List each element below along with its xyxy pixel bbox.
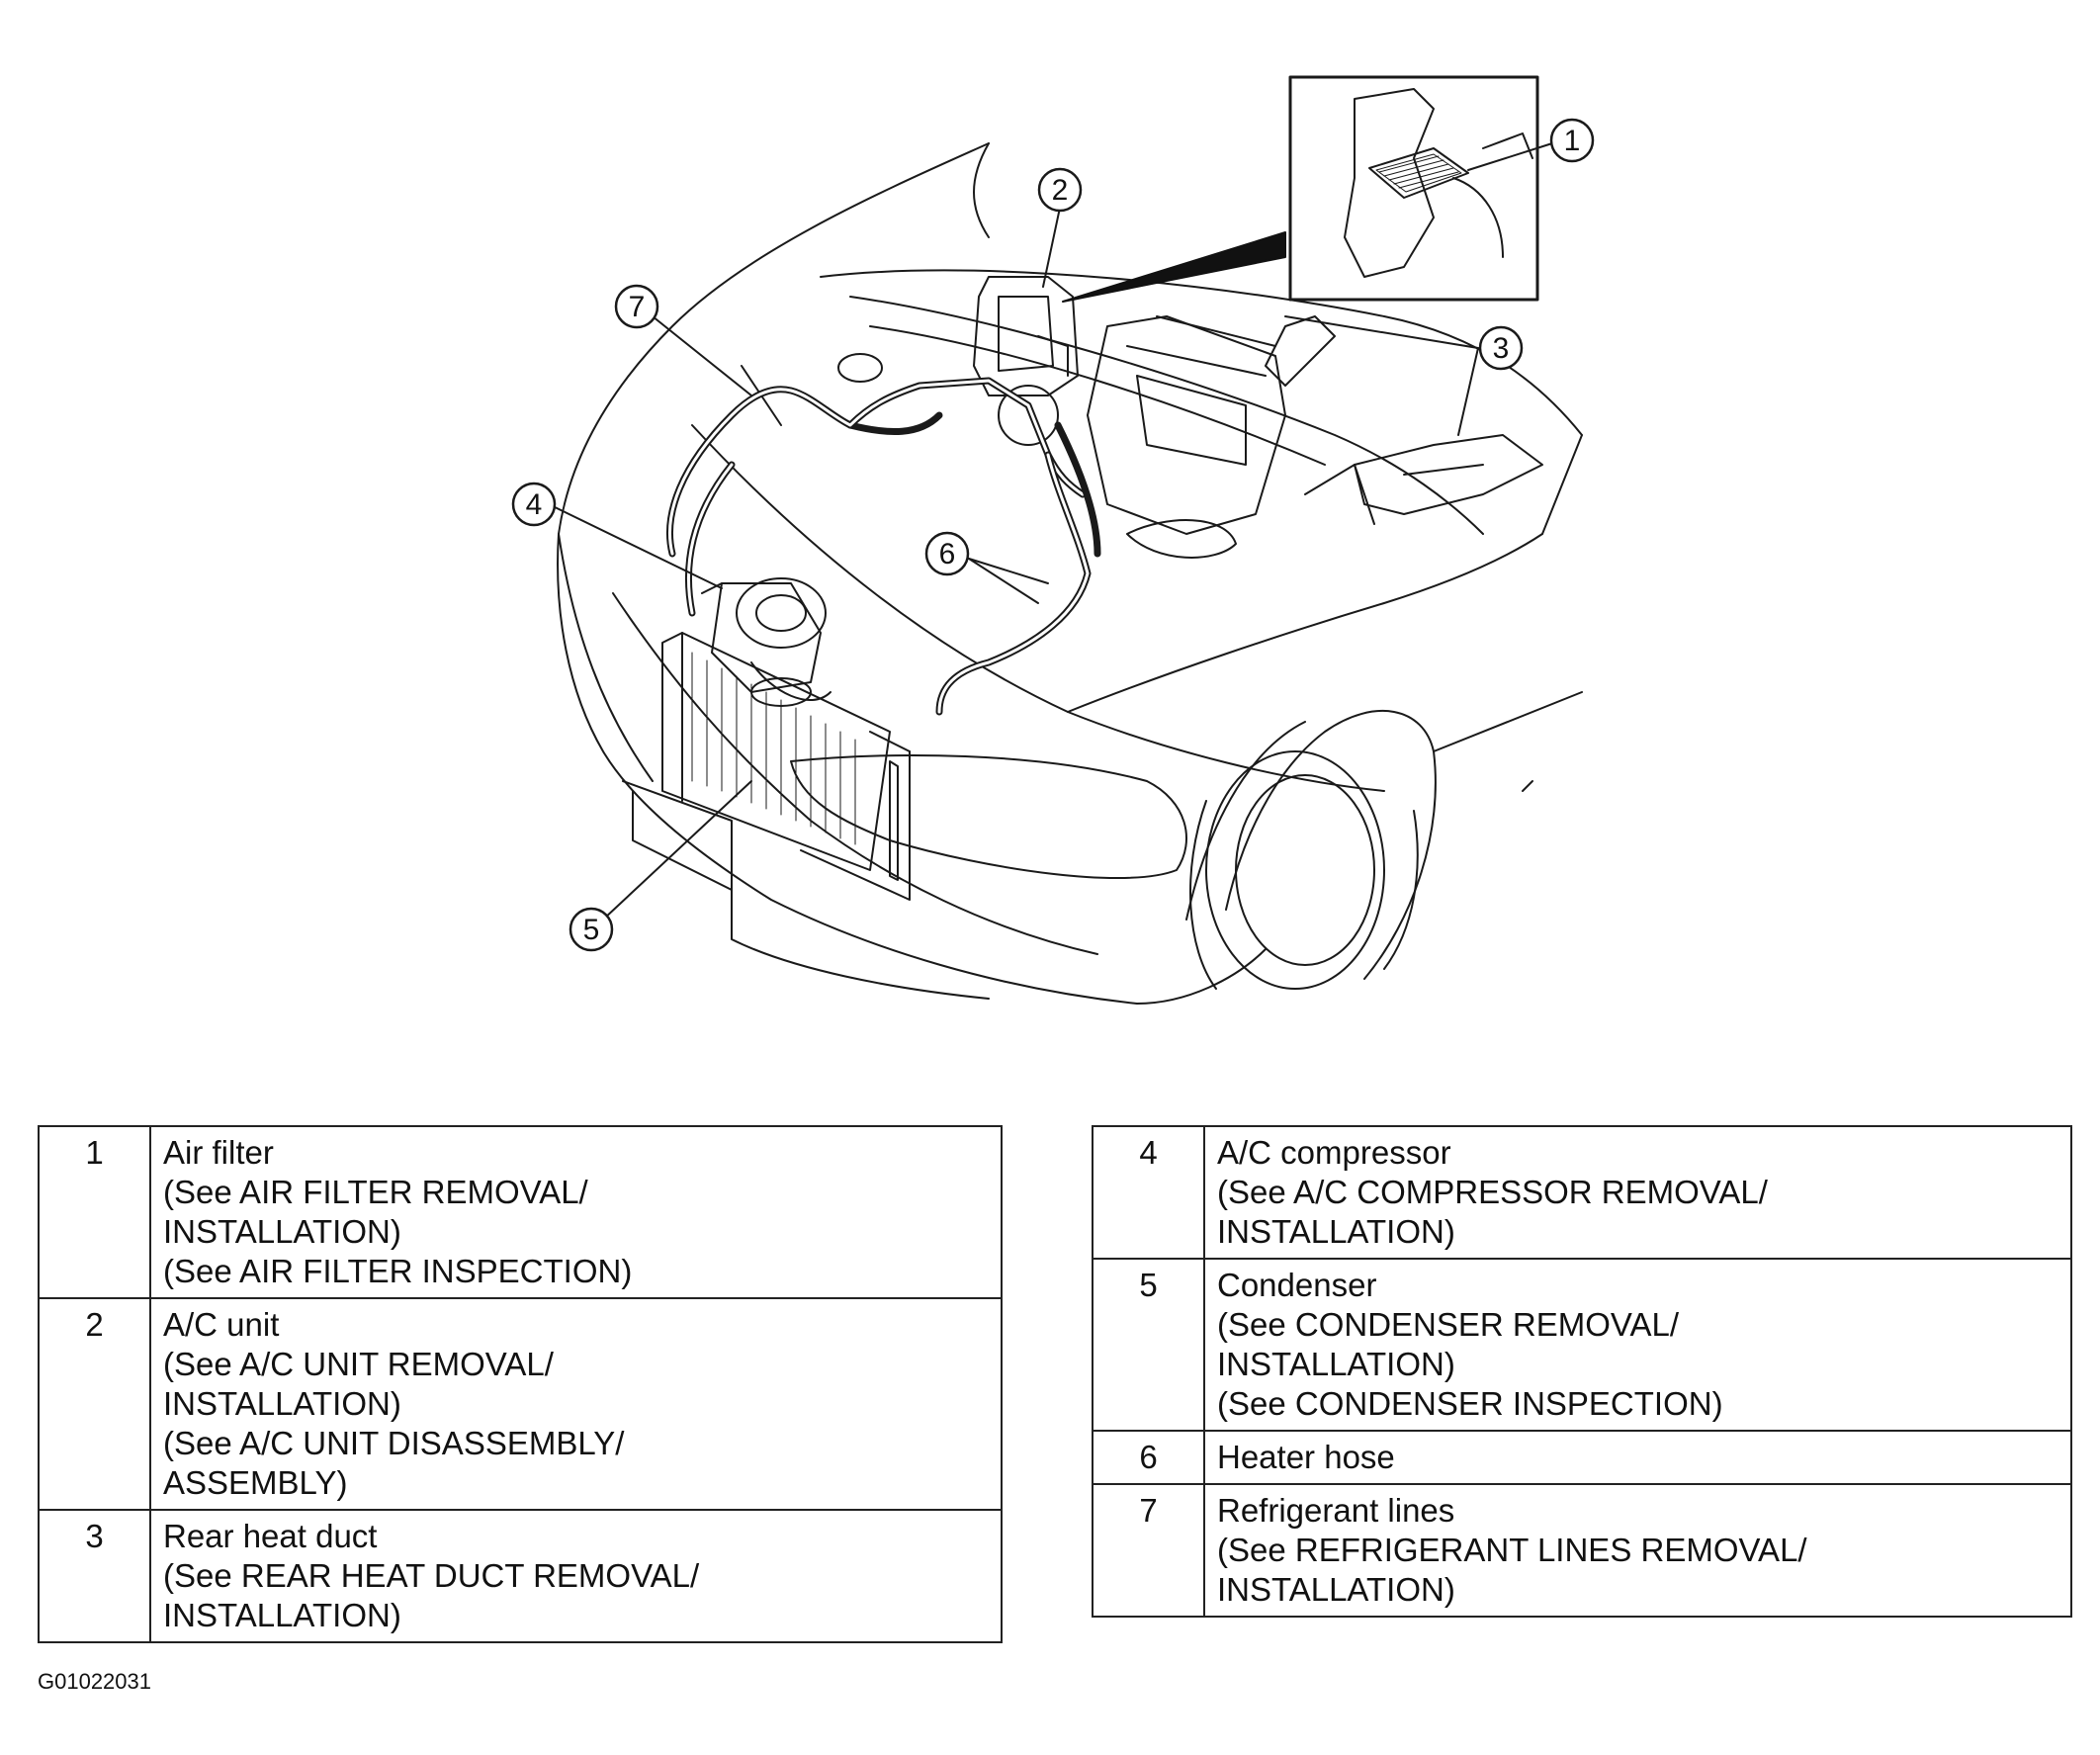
legend-item-description: Rear heat duct(See REAR HEAT DUCT REMOVA… xyxy=(149,1509,1003,1643)
legend-item-reference: INSTALLATION) xyxy=(1217,1346,1455,1382)
callout-1: 1 xyxy=(1549,118,1595,163)
legend-item-title: A/C compressor xyxy=(1217,1134,1451,1171)
svg-text:7: 7 xyxy=(629,291,646,323)
air-filter-inset xyxy=(1288,75,1539,302)
legend-item-reference: (See REFRIGERANT LINES REMOVAL/ xyxy=(1217,1532,1807,1568)
svg-text:3: 3 xyxy=(1493,332,1510,365)
legend-item-number: 4 xyxy=(1092,1125,1205,1260)
legend-item-reference: INSTALLATION) xyxy=(163,1385,401,1422)
refrigerant-lines-inner xyxy=(668,379,1085,615)
legend-item-number: 7 xyxy=(1092,1483,1205,1618)
inset-pointer xyxy=(1062,231,1286,303)
callout-5: 5 xyxy=(569,907,614,952)
legend-item-number: 3 xyxy=(38,1509,151,1643)
legend-item-reference: (See AIR FILTER INSPECTION) xyxy=(163,1253,633,1289)
legend-item-number: 2 xyxy=(38,1297,151,1511)
svg-text:1: 1 xyxy=(1564,125,1581,157)
rear-heat-duct-drawing xyxy=(1265,315,1543,525)
legend-item-description: Condenser(See CONDENSER REMOVAL/INSTALLA… xyxy=(1203,1258,2072,1432)
svg-text:4: 4 xyxy=(526,488,543,521)
legend-item-title: Refrigerant lines xyxy=(1217,1492,1455,1529)
legend-item-reference: (See CONDENSER REMOVAL/ xyxy=(1217,1306,1679,1343)
legend-item-reference: INSTALLATION) xyxy=(163,1213,401,1250)
svg-text:5: 5 xyxy=(583,914,600,946)
legend-item-reference: INSTALLATION) xyxy=(1217,1571,1455,1608)
legend-item-title: A/C unit xyxy=(163,1306,280,1343)
legend-item-reference: (See A/C UNIT DISASSEMBLY/ xyxy=(163,1425,625,1461)
legend-item-description: Heater hose xyxy=(1203,1430,2072,1485)
callout-2: 2 xyxy=(1037,167,1083,213)
legend-item-number: 5 xyxy=(1092,1258,1205,1432)
legend-item-reference: (See A/C UNIT REMOVAL/ xyxy=(163,1346,554,1382)
leader-lines xyxy=(548,142,1553,921)
legend-item-number: 6 xyxy=(1092,1430,1205,1485)
legend-row: 6 Heater hose xyxy=(1092,1430,2072,1485)
legend-item-title: Heater hose xyxy=(1217,1439,1395,1475)
legend-item-number: 1 xyxy=(38,1125,151,1299)
legend-item-title: Rear heat duct xyxy=(163,1518,378,1554)
callout-6: 6 xyxy=(924,531,970,576)
legend-item-reference: (See REAR HEAT DUCT REMOVAL/ xyxy=(163,1557,700,1594)
svg-text:6: 6 xyxy=(939,538,956,570)
legend-item-reference: (See A/C COMPRESSOR REMOVAL/ xyxy=(1217,1174,1768,1210)
callout-7: 7 xyxy=(614,284,659,329)
legend-item-title: Air filter xyxy=(163,1134,274,1171)
legend-item-description: A/C unit(See A/C UNIT REMOVAL/INSTALLATI… xyxy=(149,1297,1003,1511)
ac-system-diagram: 1 2 3 4 5 6 7 xyxy=(511,75,1595,1005)
legend-item-description: Refrigerant lines(See REFRIGERANT LINES … xyxy=(1203,1483,2072,1618)
ac-unit-drawing xyxy=(973,276,1286,535)
svg-text:2: 2 xyxy=(1052,174,1069,207)
figure-id: G01022031 xyxy=(38,1669,151,1694)
legend-item-description: Air filter(See AIR FILTER REMOVAL/INSTAL… xyxy=(149,1125,1003,1299)
legend-item-reference: INSTALLATION) xyxy=(163,1597,401,1633)
legend-item-reference: ASSEMBLY) xyxy=(163,1464,348,1501)
heater-hose-inner xyxy=(937,453,1090,714)
legend-item-title: Condenser xyxy=(1217,1267,1377,1303)
legend-item-reference: (See AIR FILTER REMOVAL/ xyxy=(163,1174,588,1210)
legend-item-reference: INSTALLATION) xyxy=(1217,1213,1455,1250)
callout-3: 3 xyxy=(1478,325,1524,371)
callout-4: 4 xyxy=(511,482,557,527)
legend-item-reference: (See CONDENSER INSPECTION) xyxy=(1217,1385,1723,1422)
condenser-drawing xyxy=(661,632,911,901)
car-body-drawing xyxy=(557,142,1583,1005)
legend-item-description: A/C compressor(See A/C COMPRESSOR REMOVA… xyxy=(1203,1125,2072,1260)
